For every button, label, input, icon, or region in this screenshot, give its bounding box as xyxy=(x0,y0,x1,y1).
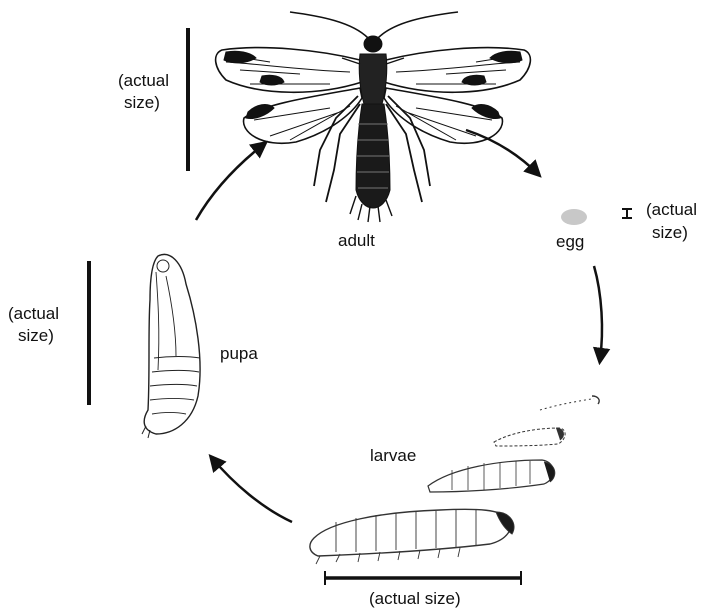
larvae-icon xyxy=(310,396,599,564)
egg-scale-label-line2: size) xyxy=(652,223,688,242)
adult-moth-icon xyxy=(216,12,531,222)
arrow-egg-to-larvae xyxy=(594,266,602,360)
arrow-larvae-to-pupa xyxy=(212,458,292,522)
adult-label: adult xyxy=(338,231,375,250)
egg-scale-label-line1: (actual xyxy=(646,200,697,219)
larvae-label: larvae xyxy=(370,446,416,465)
pupa-icon xyxy=(142,254,200,438)
larvae-scale-bar xyxy=(325,571,521,585)
egg-label: egg xyxy=(556,232,584,251)
arrow-pupa-to-adult xyxy=(196,144,264,220)
egg-scale-bar xyxy=(622,209,632,218)
egg-icon xyxy=(561,209,587,225)
larvae-scale-label: (actual size) xyxy=(369,589,461,608)
adult-scale-label-line2: size) xyxy=(124,93,160,112)
adult-scale-label-line1: (actual xyxy=(118,71,169,90)
pupa-label: pupa xyxy=(220,344,258,363)
pupa-scale-label-line2: size) xyxy=(18,326,54,345)
pupa-scale-label-line1: (actual xyxy=(8,304,59,323)
